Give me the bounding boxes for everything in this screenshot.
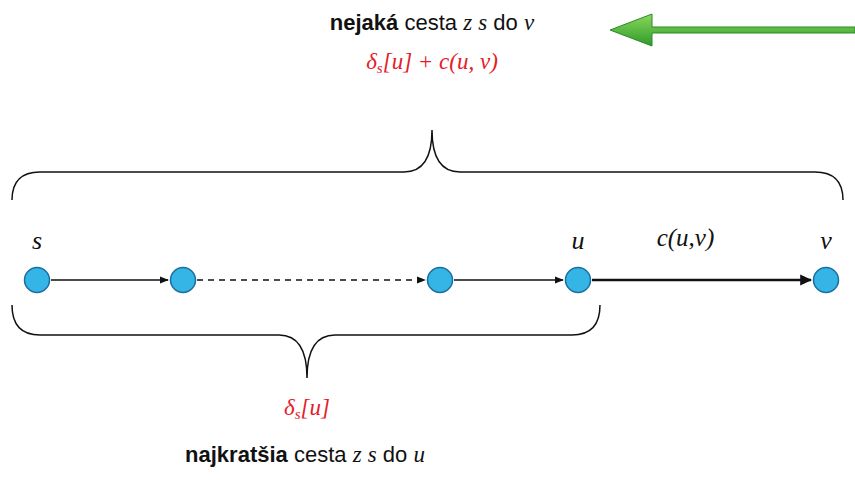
- path-vertex: [428, 268, 453, 293]
- heading-text: najkratšia cesta z s do u: [185, 440, 425, 470]
- formula-text: δs[u] + c(u, v): [366, 47, 498, 77]
- edge-arrow: [592, 279, 811, 282]
- formula-text: δs[u]: [284, 393, 330, 423]
- path-arrow: [51, 279, 168, 280]
- vertex-circle: [23, 266, 51, 294]
- path-vertex: [171, 268, 196, 293]
- vertex-label: u: [558, 225, 598, 263]
- green-arrow: [610, 14, 855, 46]
- vertex-node: u: [558, 225, 598, 295]
- path-arrow: [454, 279, 563, 280]
- heading-text: nejaká cesta z s do v: [330, 8, 534, 38]
- path-dashed: [197, 279, 425, 280]
- vertex-circle: [812, 266, 840, 294]
- vertex-label: v: [806, 225, 846, 263]
- bottom-brace: [12, 305, 600, 378]
- vertex-label: s: [17, 225, 57, 263]
- vertex-node: s: [17, 225, 57, 295]
- edge-label: c(u,v): [655, 223, 717, 253]
- top-brace: [12, 130, 843, 200]
- vertex-circle: [564, 266, 592, 294]
- vertex-node: v: [806, 225, 846, 295]
